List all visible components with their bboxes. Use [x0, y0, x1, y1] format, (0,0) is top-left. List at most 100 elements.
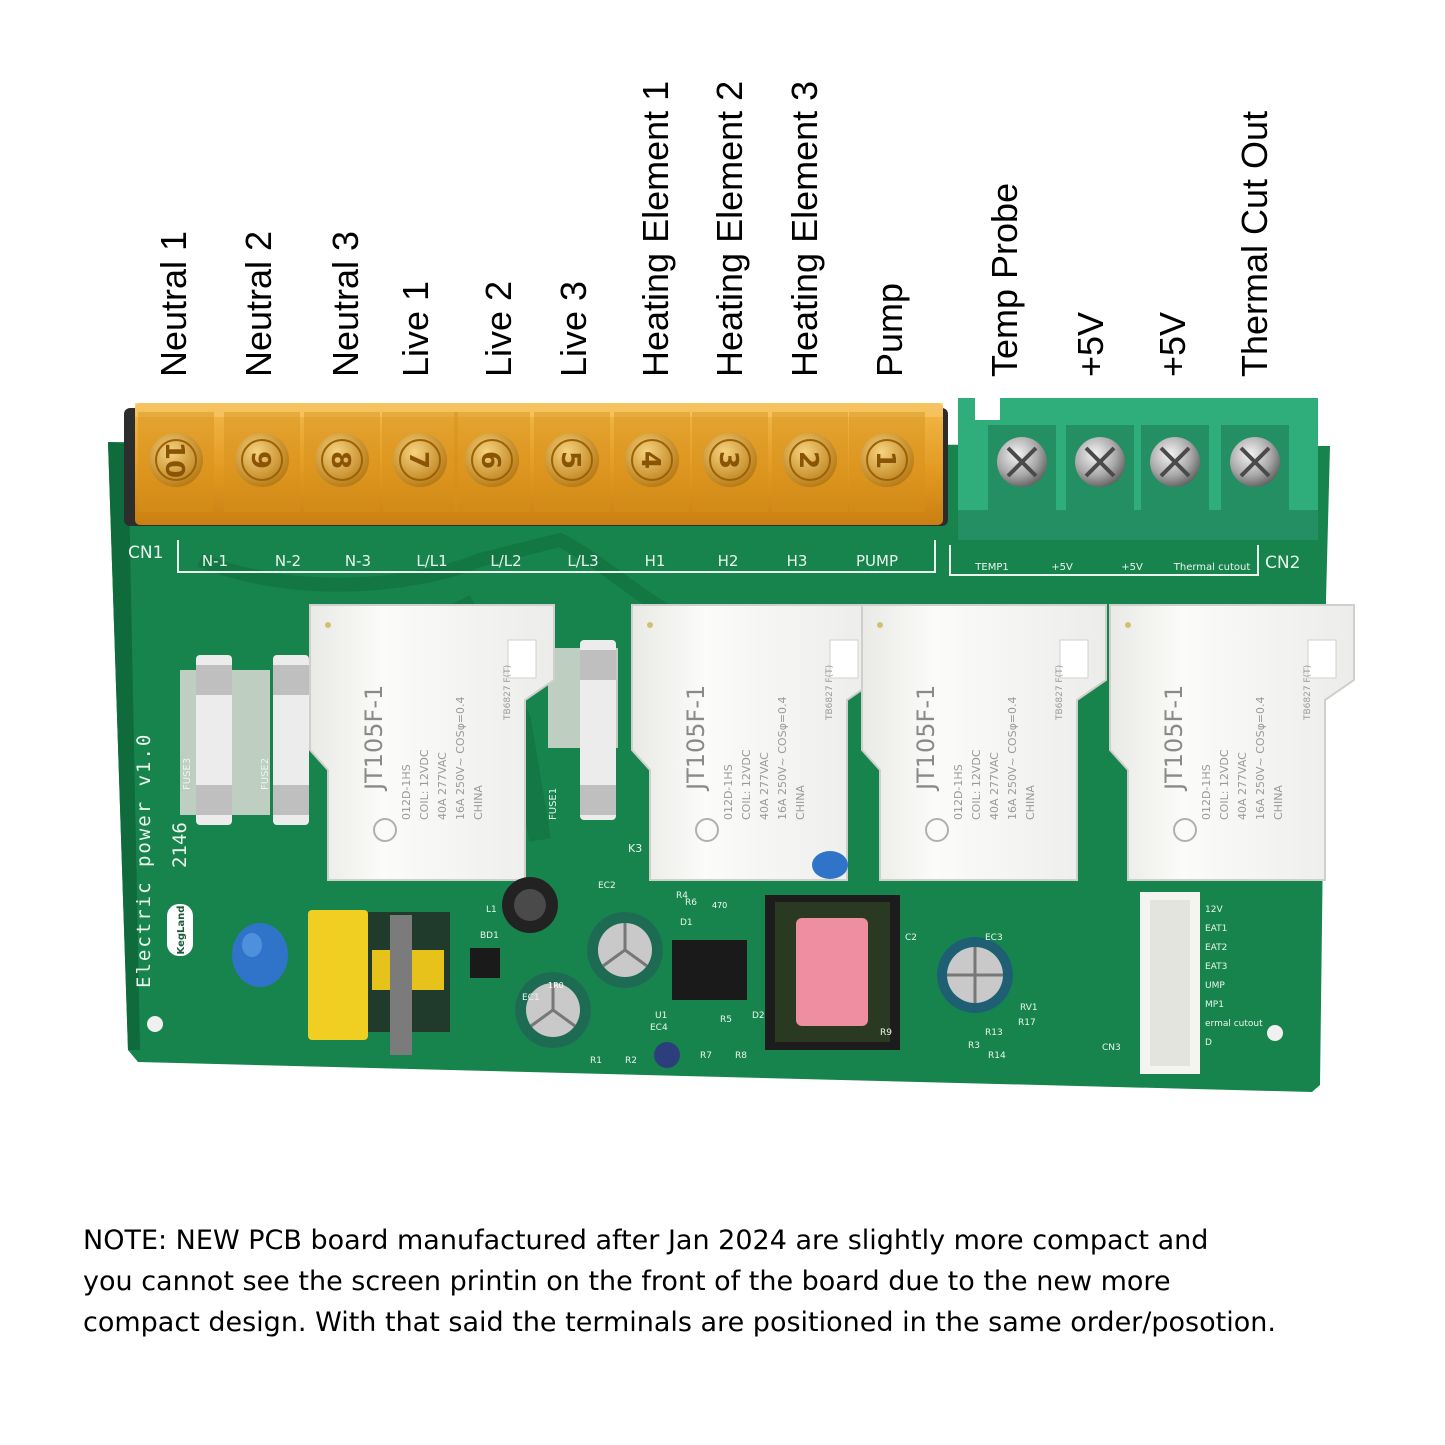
- relay-logo-icon: [373, 818, 397, 842]
- relay-spec-line: CHINA: [794, 785, 807, 820]
- relay-spec-line: 16A 250V~ COSφ=0.4: [776, 696, 789, 820]
- cn1-terminal-screw: 2: [772, 412, 848, 512]
- cn1-silkscreen-label: H3: [787, 552, 808, 570]
- board-title-silkscreen: Electric power v1.0: [133, 733, 155, 988]
- cn3-label: CN3: [1102, 1043, 1121, 1053]
- board-code-silkscreen: 2146: [169, 822, 191, 868]
- component-designator: R14: [988, 1051, 1006, 1061]
- cn1-terminal-screw: 8: [304, 412, 380, 512]
- cn1-terminal-screw: 1: [849, 412, 925, 512]
- cn1-terminal-screw: 5: [534, 412, 610, 512]
- cn1-terminal-screw: 9: [224, 412, 300, 512]
- relay-spec-line: 16A 250V~ COSφ=0.4: [1254, 696, 1267, 820]
- cn2-label: CN2: [1265, 553, 1300, 573]
- k3-label: K3: [628, 842, 642, 855]
- component-designator: R6: [685, 898, 697, 908]
- component-designator: R17: [1018, 1018, 1036, 1028]
- cn1-terminal-screw: 4: [614, 412, 690, 512]
- relay-cert: TB6827 F(T): [825, 665, 835, 721]
- cn2-silkscreen-label: Thermal cutout: [1173, 562, 1251, 573]
- component-designator: R13: [985, 1028, 1003, 1038]
- relay-spec-line: COIL: 12VDC: [740, 749, 753, 820]
- relay-spec-line: COIL: 12VDC: [418, 749, 431, 820]
- relay-spec-line: 012D-1HS: [400, 764, 413, 820]
- capacitor-markings: 470 1R0: [548, 901, 727, 990]
- cn1-silkscreen-label: H2: [718, 552, 739, 570]
- component-designator: EC1: [522, 993, 540, 1003]
- relay-model: JT105F-1: [682, 685, 710, 792]
- cn1-pin-number: 9: [245, 451, 275, 469]
- relay-spec-line: CHINA: [1024, 785, 1037, 820]
- terminal-block-cn2: [958, 398, 1318, 540]
- component-designator: R7: [700, 1051, 712, 1061]
- cn1-pin-number: 1: [870, 451, 900, 469]
- cn3-pin-label: EAT3: [1205, 962, 1227, 972]
- relay-spec-line: 40A 277VAC: [758, 752, 771, 820]
- fuse-label: FUSE3: [182, 758, 193, 790]
- component-designator: EC4: [650, 1023, 668, 1033]
- cn2-terminal-screw: [1066, 425, 1134, 515]
- relay-model: JT105F-1: [1160, 685, 1188, 792]
- kegland-logo: KegLand: [167, 904, 193, 956]
- cn2-silkscreen-label: TEMP1: [974, 562, 1008, 573]
- cn3-pin-label: EAT1: [1205, 924, 1227, 934]
- cn3-pin-label: D: [1205, 1038, 1212, 1048]
- component-designator: D1: [680, 918, 693, 928]
- component-designator: BD1: [480, 931, 499, 941]
- cn1-silkscreen-label: L/L1: [416, 552, 447, 570]
- component-designator: EC2: [598, 881, 616, 891]
- relay-logo-icon: [925, 818, 949, 842]
- cn1-pin-number: 4: [635, 451, 665, 469]
- cn2-silkscreen-label: +5V: [1051, 562, 1073, 573]
- cn1-terminal-screw: 7: [382, 412, 458, 512]
- capacitor-marking: 470: [712, 901, 727, 910]
- cn1-terminal-screw: 6: [454, 412, 530, 512]
- relay-spec-line: 40A 277VAC: [436, 752, 449, 820]
- cn3-pin-label: ermal cutout: [1205, 1019, 1263, 1029]
- relay-logo-icon: [695, 818, 719, 842]
- relay-spec-line: CHINA: [1272, 785, 1285, 820]
- relay: JT105F-1 012D-1HS COIL: 12VDC 40A 277VAC 16A…: [309, 604, 555, 881]
- note-line-2: you cannot see the screen printin on the…: [83, 1266, 1171, 1297]
- component-designator: R1: [590, 1056, 602, 1066]
- cn1-pin-number: 3: [713, 451, 743, 469]
- cn1-pin-number: 8: [325, 451, 355, 469]
- cn1-silkscreen-label: L/L3: [567, 552, 598, 570]
- cn2-terminal-screw: [1141, 425, 1209, 515]
- cn2-terminal-screw: [1221, 425, 1289, 515]
- cn1-terminal-screw: 3: [692, 412, 768, 512]
- component-designator: U1: [655, 1011, 667, 1021]
- relay-spec-line: COIL: 12VDC: [1218, 749, 1231, 820]
- component-designator: R5: [720, 1015, 732, 1025]
- note-line-3: compact design. With that said the termi…: [83, 1307, 1276, 1338]
- svg-text:2146: 2146: [169, 822, 191, 868]
- component-designator: R8: [735, 1051, 747, 1061]
- cn3-pin-label: MP1: [1205, 1000, 1224, 1010]
- relay-model: JT105F-1: [360, 685, 388, 792]
- component-designator: R4: [676, 891, 688, 901]
- cn1-silkscreen-label: L/L2: [490, 552, 521, 570]
- cn1-terminal-screw: 10: [138, 412, 214, 512]
- component-designator: D2: [752, 1011, 765, 1021]
- cn1-silkscreen-label: N-1: [202, 552, 228, 570]
- cn1-silkscreen-label: N-3: [345, 552, 371, 570]
- relay-spec-line: 012D-1HS: [722, 764, 735, 820]
- power-supply-components: [232, 851, 1200, 1074]
- svg-text:Electric power v1.0: Electric power v1.0: [133, 733, 155, 988]
- cn1-pin-number: 6: [475, 451, 505, 469]
- relay-spec-line: 16A 250V~ COSφ=0.4: [454, 696, 467, 820]
- fuse-label: FUSE1: [548, 788, 559, 820]
- capacitor-marking: 1R0: [548, 981, 564, 990]
- relay-spec-line: 40A 277VAC: [1236, 752, 1249, 820]
- component-designator: R2: [625, 1056, 637, 1066]
- relay-spec-line: COIL: 12VDC: [970, 749, 983, 820]
- relay-cert: TB6827 F(T): [1303, 665, 1313, 721]
- relay: JT105F-1 012D-1HS COIL: 12VDC 40A 277VAC 16A…: [631, 604, 877, 881]
- component-designator: L1: [486, 905, 497, 915]
